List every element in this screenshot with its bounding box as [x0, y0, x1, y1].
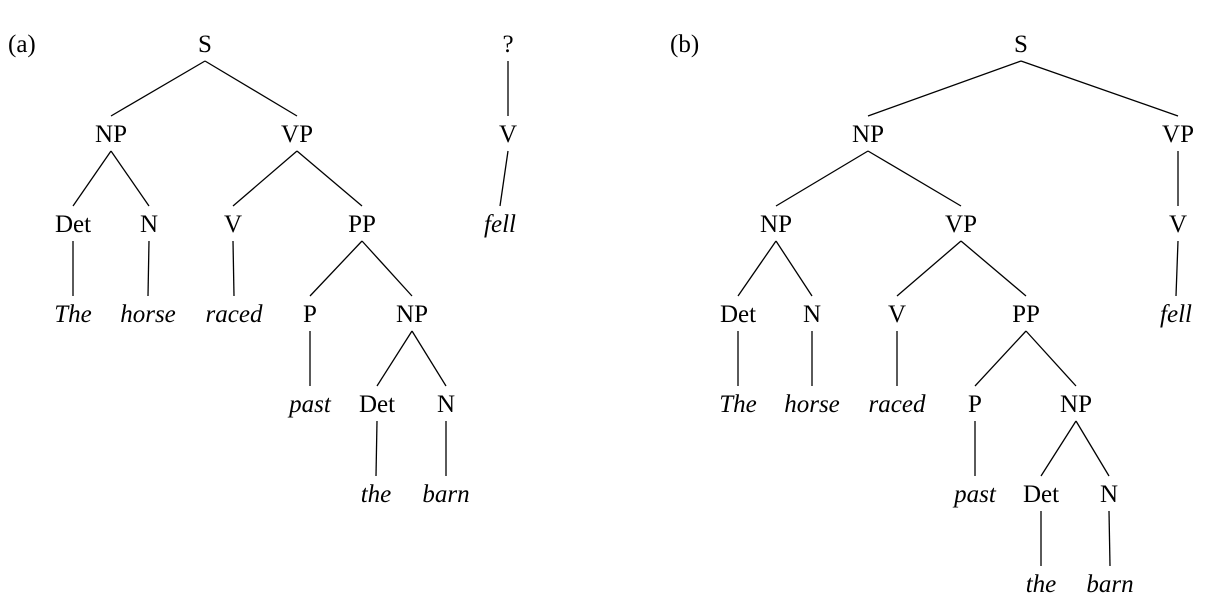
word-raced: raced	[869, 391, 926, 418]
word-the: The	[54, 301, 92, 328]
tree-edge	[147, 240, 150, 297]
panel-label: (a)	[8, 31, 36, 58]
tree-edge	[775, 150, 869, 207]
tree-edge	[867, 150, 962, 207]
tree-edge	[1025, 330, 1077, 387]
word-raced: raced	[206, 301, 263, 328]
word-the: The	[719, 391, 757, 418]
tree-edge	[296, 150, 363, 207]
tree-edges	[72, 60, 1179, 567]
node-pp: PP	[348, 211, 376, 238]
tree-edge	[737, 240, 777, 297]
word-the: the	[361, 481, 392, 508]
node-det: Det	[720, 301, 756, 328]
tree-edge	[775, 240, 813, 297]
node-vp: VP	[281, 121, 313, 148]
tree-edge	[1040, 420, 1077, 477]
tree-edge	[232, 240, 235, 297]
tree-nodes: (a)SNPDetTheNhorseVPVracedPPPpastNPDetth…	[8, 31, 1194, 598]
word-horse: horse	[784, 391, 840, 418]
tree-edge	[499, 150, 509, 207]
node-vp: VP	[945, 211, 977, 238]
tree-edge	[1020, 60, 1179, 117]
node-n: N	[437, 391, 455, 418]
tree-edge	[1108, 510, 1111, 567]
node-v: V	[224, 211, 242, 238]
tree-edge	[232, 150, 298, 207]
node-n: N	[1100, 481, 1118, 508]
node-det: Det	[359, 391, 395, 418]
node-np: NP	[1060, 391, 1092, 418]
tree-edge	[974, 330, 1027, 387]
node-p: P	[968, 391, 982, 418]
word-barn: barn	[422, 481, 469, 508]
word-barn: barn	[1086, 571, 1133, 598]
tree-edge	[1075, 420, 1110, 477]
node-n: N	[140, 211, 158, 238]
word-past: past	[287, 391, 332, 418]
node-p: P	[303, 301, 317, 328]
node-np: NP	[760, 211, 792, 238]
word-fell: fell	[484, 211, 516, 238]
tree-edge	[110, 150, 150, 207]
tree-edge	[960, 240, 1027, 297]
node-n: N	[803, 301, 821, 328]
word-horse: horse	[120, 301, 176, 328]
tree-edge	[376, 330, 413, 387]
tree-edge	[1175, 240, 1179, 297]
tree-edge	[411, 330, 447, 387]
word-the: the	[1026, 571, 1057, 598]
tree-edge	[309, 240, 363, 297]
node-np: NP	[396, 301, 428, 328]
node-unknown: ?	[502, 31, 513, 58]
node-det: Det	[55, 211, 91, 238]
tree-edge	[867, 60, 1022, 117]
tree-edge	[204, 60, 298, 117]
tree-edge	[896, 240, 962, 297]
panel-label: (b)	[670, 31, 699, 58]
word-fell: fell	[1160, 301, 1192, 328]
node-s: S	[198, 31, 212, 58]
word-past: past	[952, 481, 997, 508]
node-np: NP	[95, 121, 127, 148]
tree-edge	[375, 420, 378, 477]
node-s: S	[1014, 31, 1028, 58]
node-np: NP	[852, 121, 884, 148]
tree-edge	[72, 150, 112, 207]
node-v: V	[499, 121, 517, 148]
node-v: V	[888, 301, 906, 328]
node-det: Det	[1023, 481, 1059, 508]
node-pp: PP	[1012, 301, 1040, 328]
node-vp: VP	[1162, 121, 1194, 148]
tree-edge	[361, 240, 413, 297]
tree-edge	[110, 60, 206, 117]
node-v: V	[1169, 211, 1187, 238]
